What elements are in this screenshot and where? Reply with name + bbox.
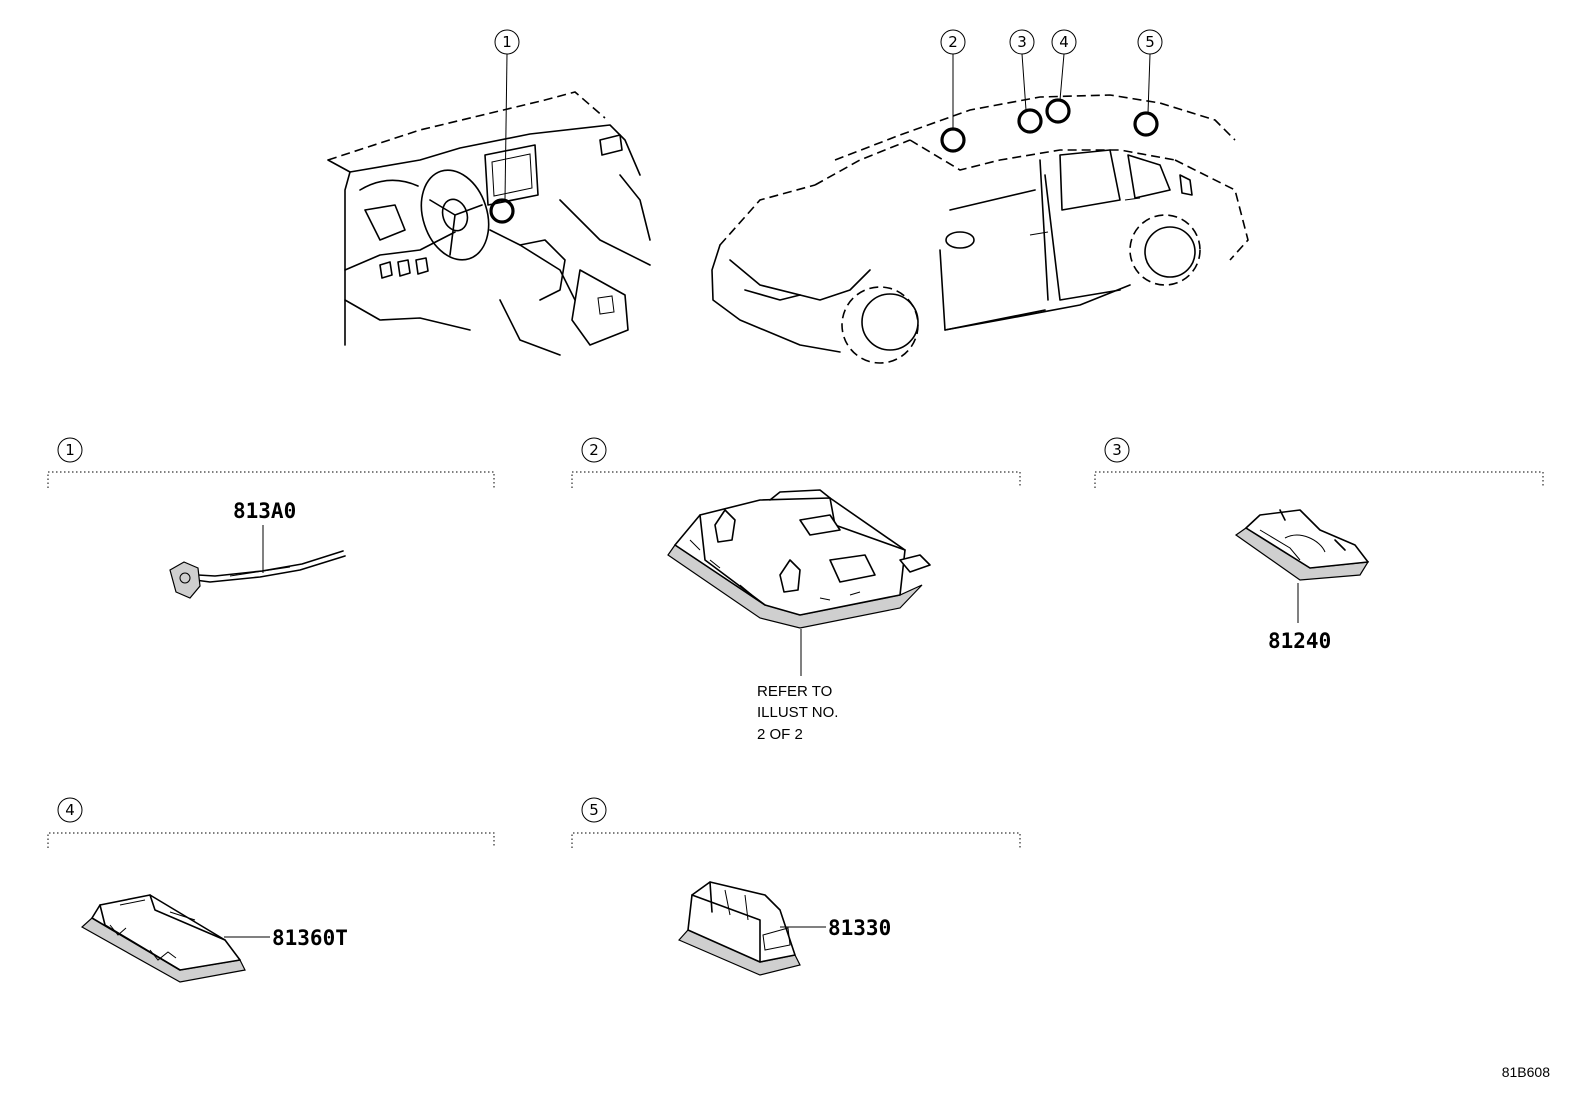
section-4: 4 81360T — [47, 797, 495, 983]
part-overhead-console-illustration — [667, 489, 931, 629]
top-callout-5: 5 — [1137, 29, 1163, 55]
top-callout-4: 4 — [1051, 29, 1077, 55]
section-3: 3 81240 — [1094, 437, 1544, 653]
part-81240-illustration — [1234, 509, 1370, 581]
svg-text:3: 3 — [1017, 33, 1027, 51]
part-number-81330: 81330 — [828, 916, 891, 940]
dashboard-illustration — [327, 53, 651, 356]
part-number-81240: 81240 — [1268, 629, 1331, 653]
part-81330-illustration — [677, 881, 801, 976]
refer-note-line-1: REFER TO — [757, 683, 832, 700]
section-3-callout: 3 — [1112, 441, 1122, 459]
section-4-callout: 4 — [65, 801, 75, 819]
svg-text:5: 5 — [1145, 33, 1155, 51]
illustration-code: 81B608 — [1502, 1064, 1550, 1080]
section-5: 5 81330 — [571, 797, 1021, 976]
part-number-81360T: 81360T — [272, 926, 348, 950]
refer-note-line-3: 2 OF 2 — [757, 726, 803, 743]
car-illustration — [711, 53, 1249, 364]
section-2-callout: 2 — [589, 441, 599, 459]
refer-note-line-2: ILLUST NO. — [757, 704, 838, 721]
part-813A0-illustration — [169, 550, 346, 599]
part-81360T-illustration — [80, 894, 246, 983]
section-2: 2 REFER TO ILLUST NO. 2 OF 2 — [571, 437, 1021, 743]
section-1: 1 813A0 — [47, 437, 495, 599]
part-number-813A0: 813A0 — [233, 499, 296, 523]
svg-text:2: 2 — [948, 33, 958, 51]
svg-text:4: 4 — [1059, 33, 1069, 51]
top-callout-2: 2 — [940, 29, 966, 55]
section-5-callout: 5 — [589, 801, 599, 819]
top-callout-1: 1 — [494, 29, 520, 55]
top-callout-3: 3 — [1009, 29, 1035, 55]
svg-text:1: 1 — [502, 33, 512, 51]
section-1-callout: 1 — [65, 441, 75, 459]
